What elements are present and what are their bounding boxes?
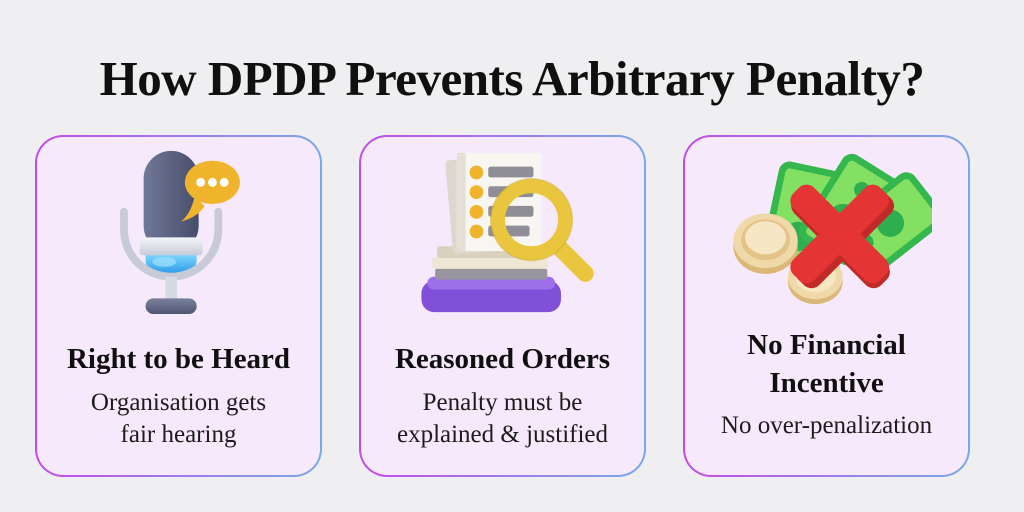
card-title: No Financial Incentive — [747, 328, 906, 399]
card-title: Reasoned Orders — [394, 342, 611, 375]
coin-icon — [732, 213, 798, 274]
banknotes-cross-illustration — [732, 153, 932, 305]
card-no-financial-incentive: No Financial Incentive No over-penalizat… — [683, 134, 970, 477]
card-body: Reasoned Orders Penalty must be explaine… — [361, 136, 644, 475]
card-body: No Financial Incentive No over-penalizat… — [685, 136, 968, 475]
microphone-speech-illustration — [119, 150, 240, 314]
card-title: Right to be Heard — [66, 342, 291, 375]
documents-magnifier-illustration — [420, 152, 594, 312]
money-crossed-icon — [722, 137, 932, 325]
cards-row: Right to be Heard Organisation gets fair… — [35, 134, 1024, 477]
red-cross-icon — [789, 184, 894, 289]
card-description: Penalty must be explained & justified — [396, 388, 609, 448]
documents-magnifier-icon — [408, 137, 598, 325]
speech-bubble-icon — [180, 160, 240, 222]
card-description: Organisation gets fair hearing — [90, 388, 267, 448]
page-title: How DPDP Prevents Arbitrary Penalty? — [99, 51, 925, 106]
magnifier-icon — [489, 178, 594, 282]
card-right-to-be-heard: Right to be Heard Organisation gets fair… — [35, 134, 322, 477]
card-body: Right to be Heard Organisation gets fair… — [37, 136, 320, 475]
card-reasoned-orders: Reasoned Orders Penalty must be explaine… — [359, 134, 646, 477]
card-description: No over-penalization — [720, 412, 933, 440]
microphone-icon — [109, 137, 249, 325]
infographic-page: How DPDP Prevents Arbitrary Penalty? — [35, 51, 1024, 477]
